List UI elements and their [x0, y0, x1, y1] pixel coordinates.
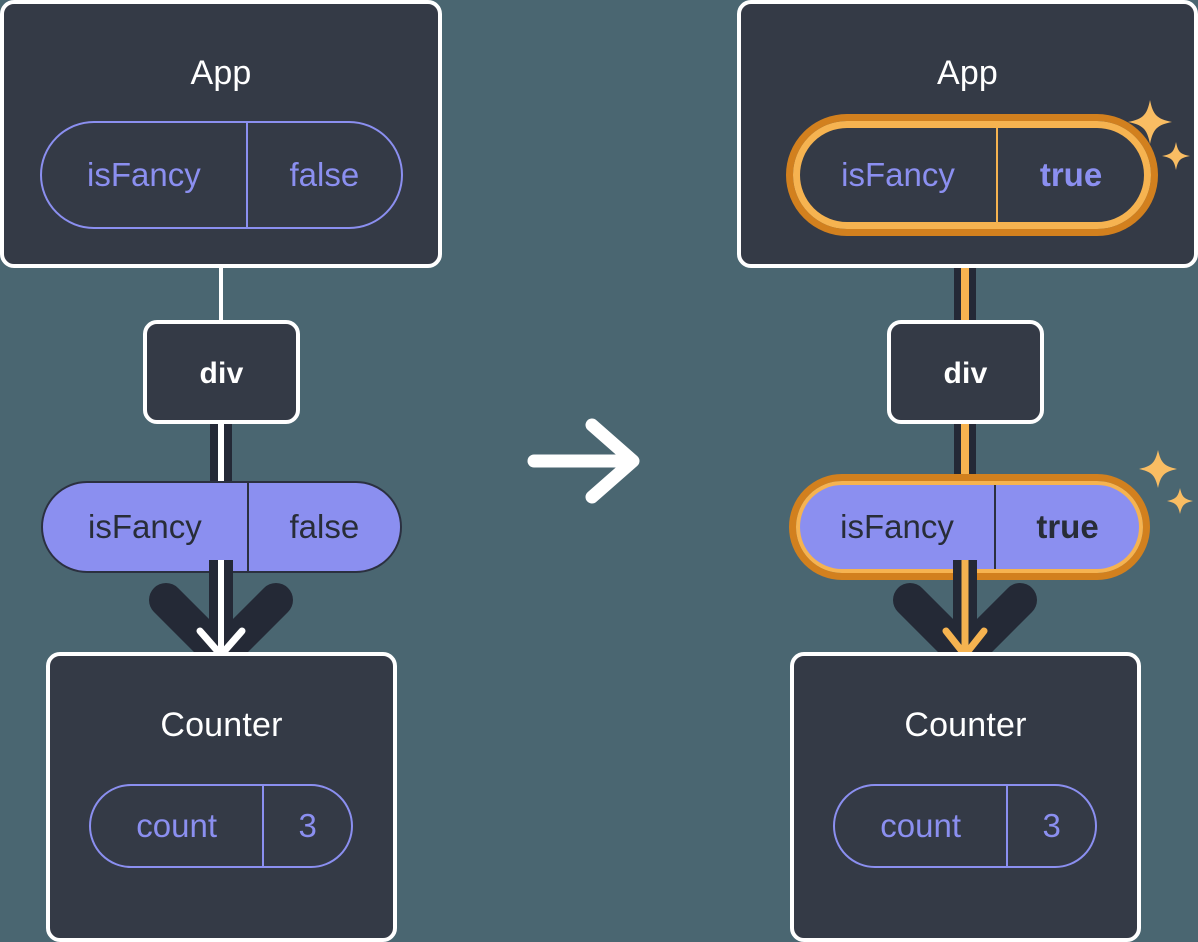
div-title-left: div [199, 357, 244, 390]
counter-state-pill-right[interactable]: count 3 [833, 784, 1097, 868]
counter-state-name-right: count [880, 807, 962, 844]
counter-state-name-left: count [136, 807, 218, 844]
div-box-right: div [887, 320, 1044, 424]
sparkles-app-right [1128, 100, 1190, 170]
prop-name-right: isFancy [840, 508, 954, 545]
counter-title-left: Counter [160, 706, 283, 744]
app-state-name-right: isFancy [841, 156, 955, 193]
app-title-right: App [936, 54, 999, 92]
prop-pill-right[interactable]: isFancy true [800, 485, 1139, 569]
sparkle-large-icon [1128, 100, 1172, 144]
app-state-pill-left[interactable]: isFancy false [40, 121, 403, 229]
sparkle-small-icon [1167, 488, 1193, 514]
sparkle-large-icon [1139, 450, 1177, 488]
counter-title-right: Counter [904, 706, 1027, 744]
app-state-pill-right[interactable]: isFancy true [800, 128, 1144, 222]
counter-state-value-right: 3 [1006, 786, 1095, 866]
app-state-name-left: isFancy [87, 156, 201, 193]
counter-state-pill-left[interactable]: count 3 [89, 784, 353, 868]
sparkles-prop-right [1139, 450, 1193, 514]
div-title-right: div [943, 357, 988, 390]
app-state-value-left: false [245, 123, 401, 227]
prop-pill-left[interactable]: isFancy false [41, 481, 402, 573]
sparkle-small-icon [1162, 142, 1190, 170]
transition-arrow-head [585, 418, 640, 504]
div-box-left: div [143, 320, 300, 424]
prop-value-left: false [246, 483, 400, 571]
counter-state-value-left: 3 [262, 786, 351, 866]
transition-arrow [527, 418, 640, 504]
prop-value-right: true [994, 485, 1139, 569]
prop-name-left: isFancy [88, 508, 202, 545]
app-title-left: App [190, 54, 252, 92]
app-state-value-right: true [996, 128, 1144, 222]
